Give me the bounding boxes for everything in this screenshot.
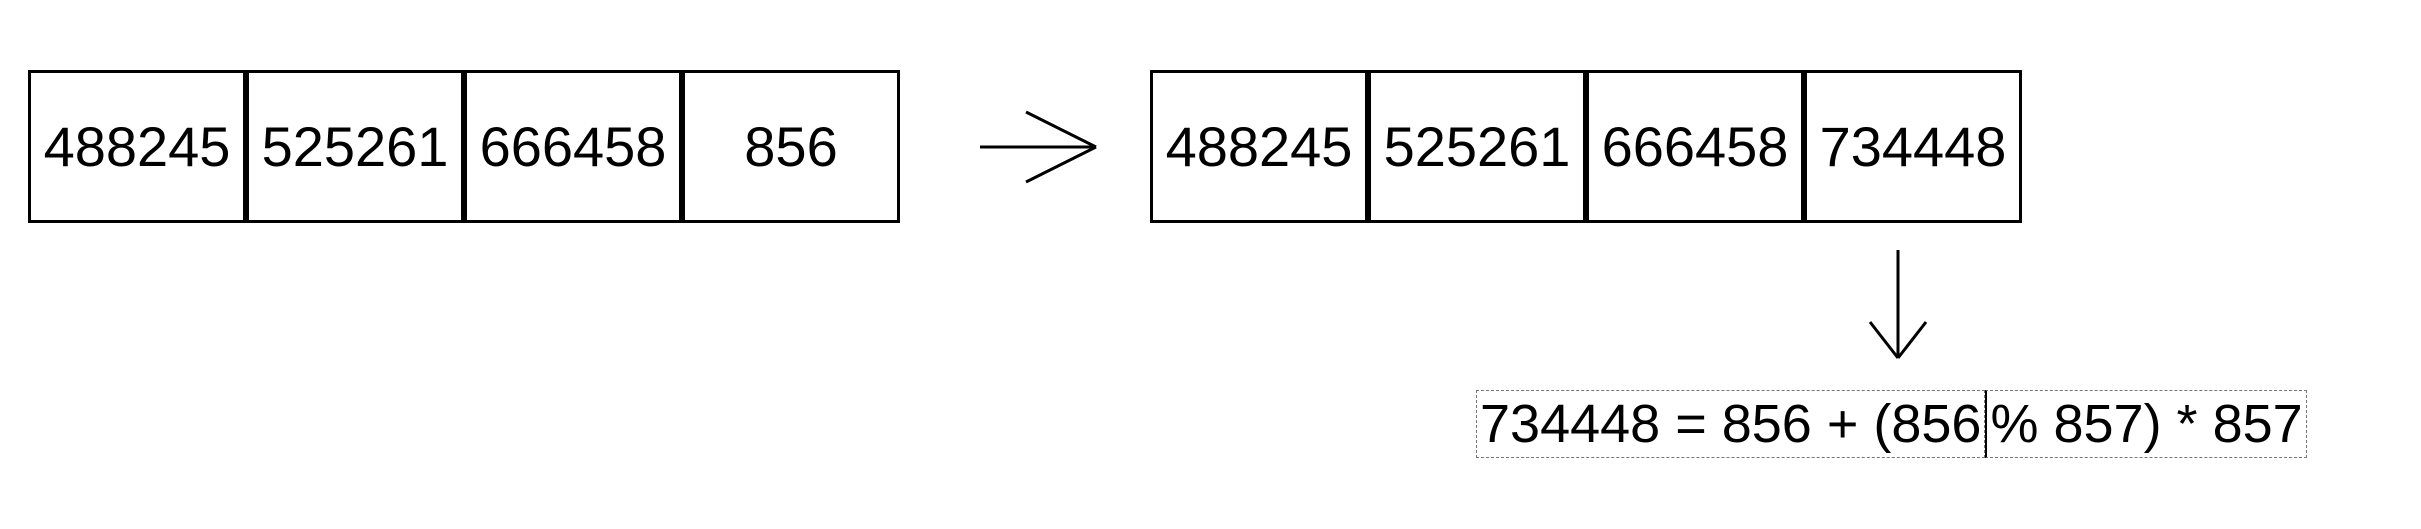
formula-part-1: 734448 = 856 + (856 <box>1476 390 1986 458</box>
array-before-cell-2: 525261 <box>249 73 467 220</box>
formula: 734448 = 856 + (856 % 857) * 857 <box>1476 390 2307 458</box>
formula-part-2: % 857) * 857 <box>1985 390 2307 458</box>
array-after-cell-3: 666458 <box>1589 73 1807 220</box>
array-after: 488245 525261 666458 734448 <box>1150 70 2022 223</box>
array-before-cell-4: 856 <box>744 114 838 178</box>
down-arrow-icon <box>1868 250 1928 359</box>
right-arrow-icon <box>980 110 1097 184</box>
array-after-cell-2: 525261 <box>1371 73 1589 220</box>
array-after-cell-1: 488245 <box>1153 73 1371 220</box>
array-before: 488245 525261 666458 856 <box>28 70 900 223</box>
array-before-cell-1: 488245 <box>31 73 249 220</box>
array-before-cell-3: 666458 <box>467 73 685 220</box>
array-after-cell-4: 734448 <box>1819 114 2007 178</box>
